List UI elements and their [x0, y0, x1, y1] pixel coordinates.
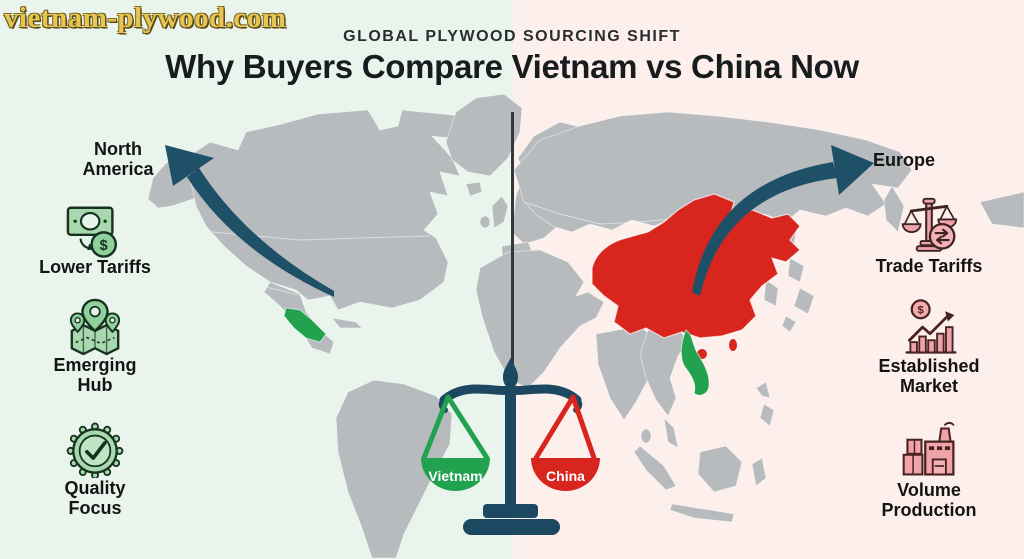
page-title: Why Buyers Compare Vietnam vs China Now	[165, 48, 859, 85]
label-established-market: Established Market	[878, 356, 980, 396]
map-north-america	[185, 109, 471, 311]
scale-base-upper	[483, 504, 538, 518]
trade-scale-icon	[899, 196, 959, 261]
factory-icon	[899, 421, 959, 486]
map-taiwan-highlight	[729, 339, 737, 351]
china-pan: China	[531, 394, 600, 491]
scale-base-lower	[463, 519, 560, 535]
map-sumatra	[633, 445, 677, 491]
label-trade-tariffs: Trade Tariffs	[875, 256, 983, 276]
map-britain	[491, 195, 509, 229]
site-watermark: vietnam-plywood.com	[4, 2, 287, 34]
map-south-america	[335, 379, 453, 559]
growth-chart-icon: $	[901, 299, 961, 364]
map-vietnam-highlight	[680, 329, 710, 396]
svg-text:$: $	[100, 238, 108, 254]
map-sri-lanka	[640, 428, 652, 444]
label-lower-tariffs: Lower Tariffs	[39, 257, 151, 277]
map-korea	[763, 279, 779, 307]
quality-badge-icon	[66, 422, 124, 483]
map-java	[669, 503, 735, 523]
map-kamchatka	[883, 185, 905, 233]
map-philippines	[755, 381, 775, 427]
map-greenland	[445, 93, 523, 177]
map-ireland	[479, 215, 491, 229]
scale-finial	[503, 358, 518, 388]
center-divider-line	[511, 112, 514, 390]
map-landmasses	[147, 93, 1024, 559]
scale-column	[505, 386, 516, 510]
map-sulawesi	[751, 457, 767, 487]
map-africa	[475, 249, 605, 389]
arrow-to-north-america	[165, 145, 334, 297]
arrow-to-europe	[692, 145, 874, 296]
balance-scale: Vietnam China	[421, 358, 600, 535]
map-central-america-highlight	[283, 307, 327, 343]
map-cuba	[331, 317, 363, 329]
map-borneo	[697, 445, 743, 493]
kicker-text: GLOBAL PLYWOOD SOURCING SHIFT	[343, 28, 681, 45]
map-russia	[513, 111, 913, 233]
map-japan	[781, 257, 815, 333]
map-malay-peninsula	[663, 417, 679, 449]
region-label-north-america: North America	[82, 139, 154, 180]
money-transfer-icon: $	[64, 200, 126, 263]
vietnam-pan-label: Vietnam	[428, 468, 482, 484]
label-emerging-hub: Emerging Hub	[53, 355, 137, 395]
label-quality-focus: Quality Focus	[64, 478, 126, 518]
china-pan-label: China	[546, 468, 585, 484]
map-bering-edge	[979, 191, 1024, 229]
map-china-highlight	[591, 193, 801, 339]
map-iceland	[465, 181, 483, 197]
label-volume-production: Volume Production	[881, 480, 977, 520]
svg-text:$: $	[918, 305, 925, 317]
map-pins-icon	[64, 298, 126, 361]
region-label-europe: Europe	[872, 150, 935, 170]
vietnam-pan: Vietnam	[421, 394, 490, 491]
